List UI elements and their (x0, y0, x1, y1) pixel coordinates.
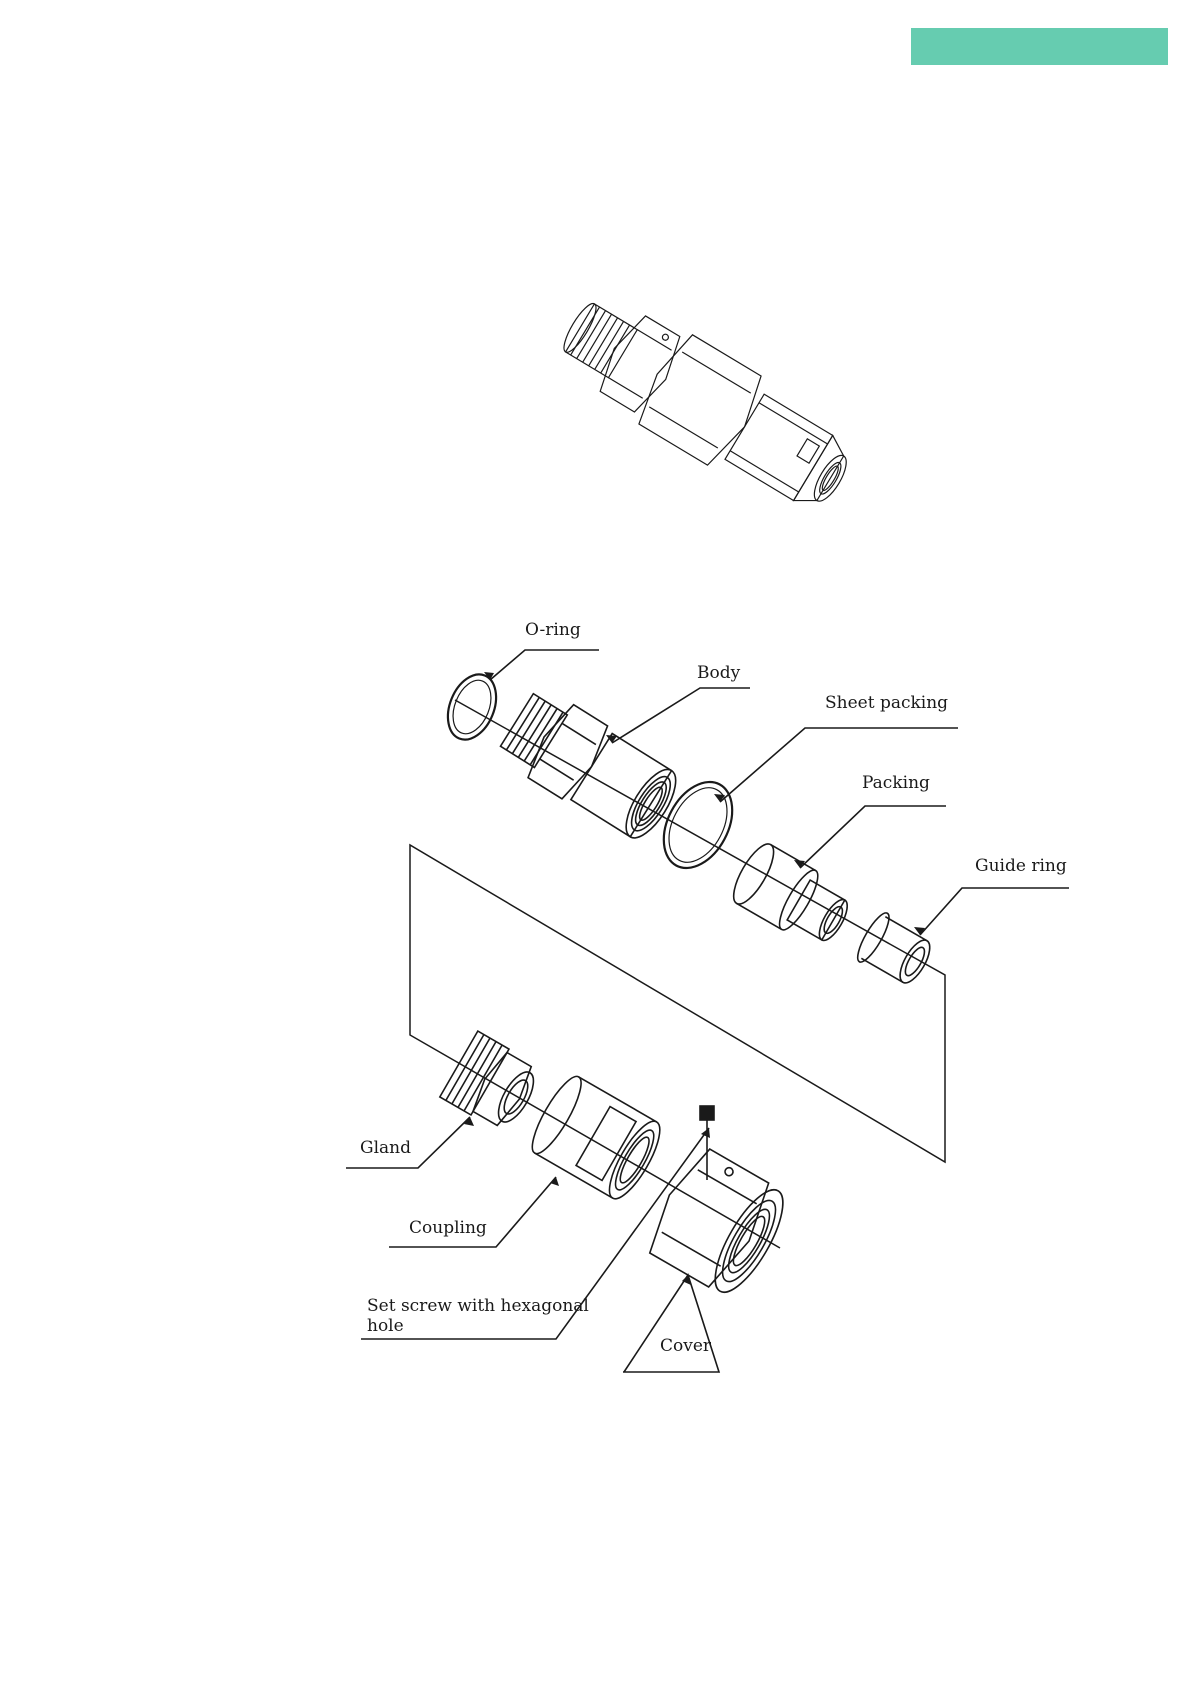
o-ring-leader (490, 650, 599, 680)
sheet-packing-part (650, 770, 746, 879)
cover-leader (623, 1275, 719, 1372)
label-set-screw-line1: Set screw with hexagonal (367, 1296, 589, 1317)
o-ring-part (439, 667, 505, 747)
label-coupling: Coupling (409, 1218, 487, 1239)
label-guide-ring: Guide ring (975, 856, 1067, 877)
set-screw-part (700, 1106, 714, 1180)
guide-ring-part (852, 909, 937, 990)
body-leader (612, 688, 750, 743)
guide-ring-leader (920, 888, 1069, 935)
cover-part (639, 1143, 796, 1303)
leader-lines (346, 650, 1069, 1372)
label-body: Body (697, 663, 740, 684)
label-cover: Cover (660, 1336, 711, 1357)
label-o-ring: O-ring (525, 620, 581, 641)
packing-part (726, 839, 858, 954)
label-set-screw-line2: hole (367, 1316, 404, 1337)
label-sheet-packing: Sheet packing (825, 693, 948, 714)
label-gland: Gland (360, 1138, 411, 1159)
label-packing: Packing (862, 773, 930, 794)
coupling-part (524, 1071, 668, 1205)
gland-part (440, 1031, 546, 1136)
packing-leader (800, 806, 946, 868)
body-part (494, 684, 687, 849)
